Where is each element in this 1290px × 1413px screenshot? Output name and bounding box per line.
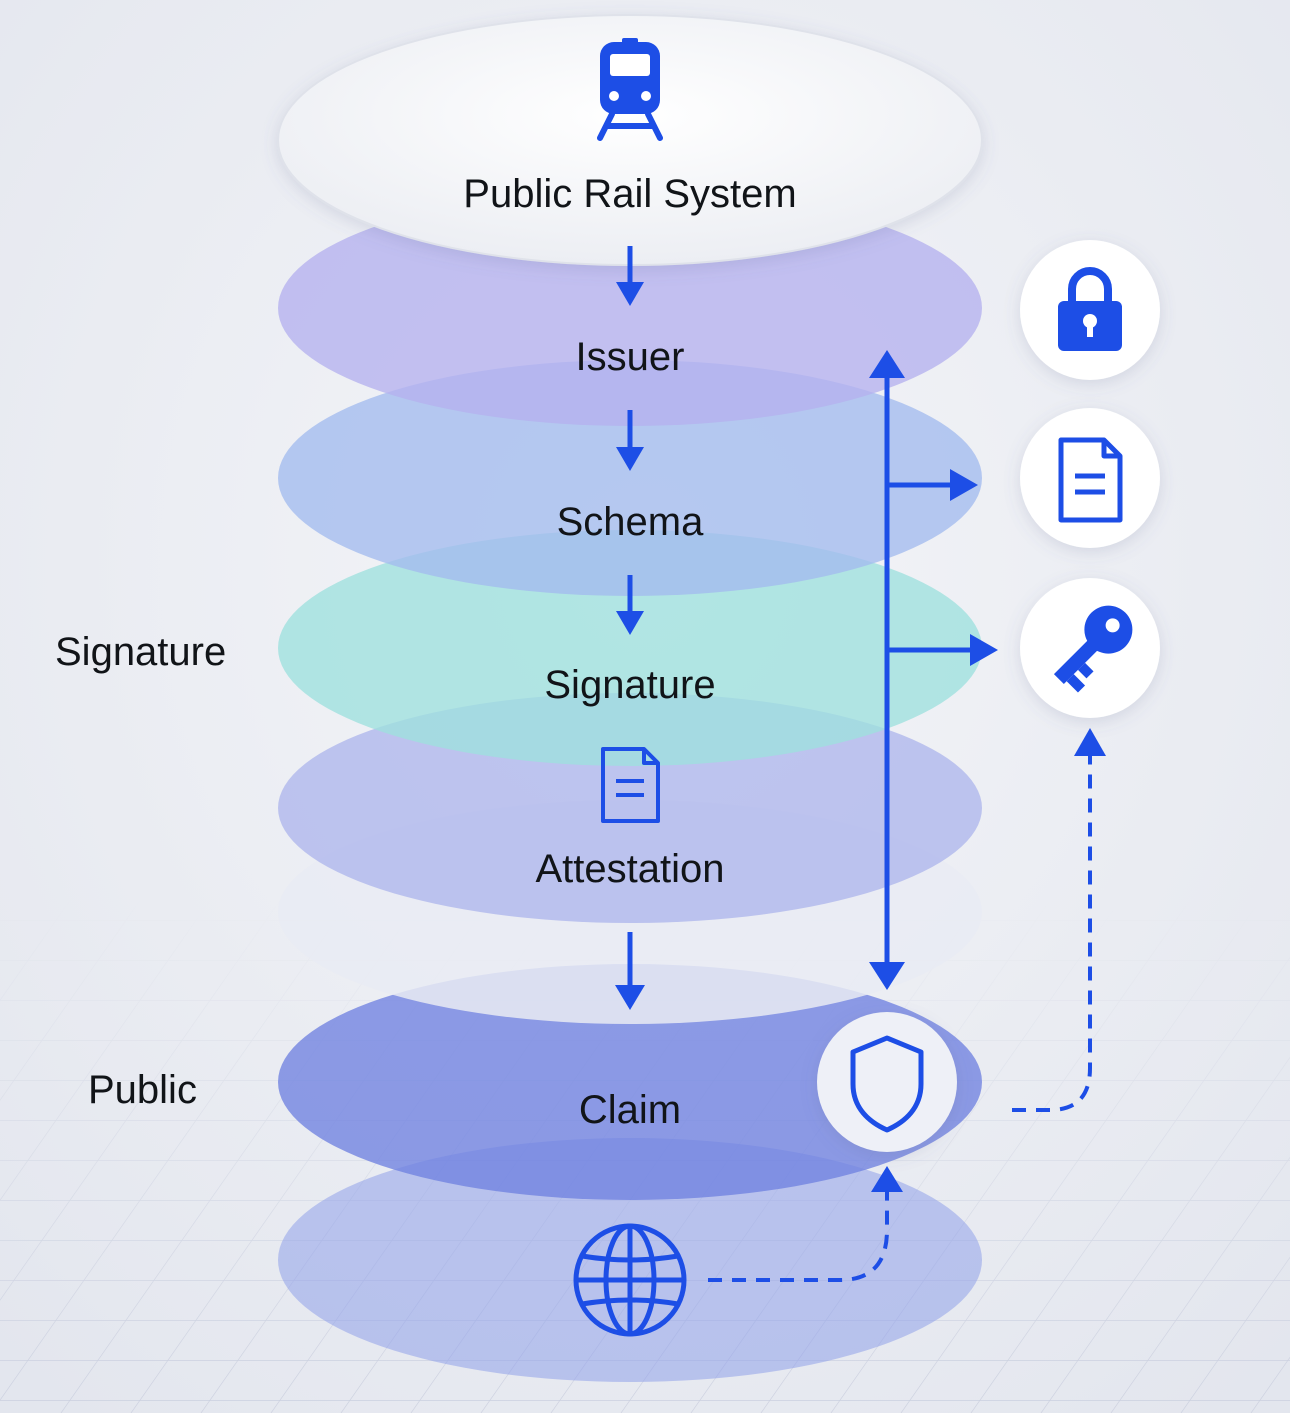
layer-label-claim: Claim xyxy=(579,1088,681,1132)
train-icon xyxy=(597,38,663,141)
key-icon xyxy=(1053,605,1133,693)
layer-label-public-rail-system: Public Rail System xyxy=(463,172,796,216)
layer-attestation xyxy=(278,693,982,923)
document-icon xyxy=(1058,437,1123,523)
arrow-attestation-to-claim xyxy=(615,932,645,1010)
side-label-signature: Signature xyxy=(55,630,226,674)
dashed-connector-claim-to-key xyxy=(1012,752,1092,1112)
shield-icon-badge xyxy=(817,1012,957,1152)
layer-claim xyxy=(278,964,982,1200)
layer-label-signature: Signature xyxy=(544,663,715,707)
arrow-to-key xyxy=(970,634,998,666)
arrow-rail-to-issuer xyxy=(616,246,644,306)
document-icon-badge xyxy=(1020,408,1160,548)
arrow-to-key-from-claim xyxy=(1074,728,1106,756)
arrow-to-document xyxy=(950,469,978,501)
layer-label-attestation: Attestation xyxy=(535,847,724,891)
layer-signature xyxy=(278,530,982,766)
flow-arrows xyxy=(615,246,645,1010)
arrow-down-head xyxy=(869,962,905,990)
lock-icon xyxy=(1058,267,1122,351)
document-icon xyxy=(601,747,660,823)
key-icon-badge xyxy=(1020,578,1160,718)
lock-icon-badge xyxy=(1020,240,1160,380)
arrow-schema-to-signature xyxy=(616,575,644,635)
arrow-issuer-to-schema xyxy=(616,410,644,471)
arrow-up-head xyxy=(869,350,905,378)
layer-schema xyxy=(278,360,982,596)
dashed-connector-globe-to-shield xyxy=(708,1190,889,1282)
arrow-to-shield xyxy=(871,1166,903,1192)
layer-label-schema: Schema xyxy=(557,500,704,544)
side-label-public: Public xyxy=(88,1068,197,1112)
globe-icon xyxy=(573,1223,687,1337)
verification-connector xyxy=(869,350,998,990)
shield-icon xyxy=(850,1035,924,1133)
layer-label-issuer: Issuer xyxy=(576,335,685,379)
